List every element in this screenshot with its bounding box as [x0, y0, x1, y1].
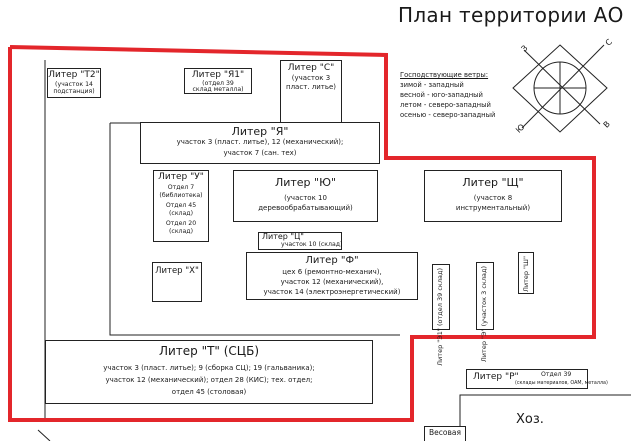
building-ya-line: участок 7 (сан. тех) — [223, 149, 297, 157]
building-yu-line: деревообрабатывающий) — [258, 204, 353, 212]
building-kh-label: Литер "Х" — [155, 266, 199, 276]
building-s-line: пласт. литье) — [286, 83, 336, 91]
building-u-line: (склад) — [169, 228, 193, 235]
building-t2-label: Литер "Т2" — [48, 70, 100, 80]
building-t-line: участок 3 (пласт. литье); 9 (сборка СЦ);… — [103, 364, 315, 372]
building-shch-line: инструментальный) — [455, 204, 531, 212]
building-t-line: отдел 45 (столовая) — [171, 388, 247, 396]
building-u-line: (склад) — [169, 210, 193, 217]
building-t: Литер "Т" (СЦБ) участок 3 (пласт. литье)… — [45, 340, 373, 404]
lower-left-tick — [37, 429, 51, 441]
building-ya1-label: Литер "Я1" — [191, 70, 245, 80]
building-r-sub: Отдел 39 — [541, 371, 572, 378]
building-u: Литер "У" Отдел 7 (библиотека) Отдел 45 … — [153, 170, 209, 242]
building-kh: Литер "Х" — [152, 262, 202, 302]
building-s-line: (участок 3 — [291, 74, 331, 82]
winds-header: Господствующие ветры: — [400, 71, 489, 79]
winds-line: летом - северо-западный — [400, 101, 491, 109]
building-s: Литер "С" (участок 3 пласт. литье) — [280, 60, 342, 124]
building-f-line: участок 12 (механический), — [280, 278, 384, 286]
lower-right-outline — [459, 394, 631, 441]
building-f: Литер "Ф" цех 6 (ремонтно-механич), учас… — [246, 252, 418, 300]
building-vesovaya-label: Весовая — [429, 428, 461, 437]
building-ya1-line: (отдел 39 — [202, 80, 234, 87]
building-u-line: Отдел 20 — [165, 220, 197, 227]
building-r-label: Литер "Р" — [473, 372, 519, 382]
building-ya1: Литер "Я1" (отдел 39 склад металла) — [184, 68, 252, 94]
building-t-line: участок 12 (механический); отдел 28 (КИС… — [105, 376, 313, 384]
building-yu-line: (участок 10 — [284, 194, 327, 202]
building-u-line: (библиотека) — [159, 192, 203, 199]
building-s-label: Литер "С" — [287, 63, 335, 73]
building-khoz-label: Хоз. — [516, 412, 544, 427]
prevailing-winds: Господствующие ветры: зимой - западный в… — [400, 70, 495, 120]
inner-outline-2 — [109, 123, 400, 336]
building-u-line: Отдел 7 — [167, 184, 195, 191]
building-u-label: Литер "У" — [158, 172, 204, 182]
building-shch-line: (участок 8 — [473, 194, 513, 202]
building-t2-line: (участок 14 — [55, 81, 93, 88]
building-shch: Литер "Щ" (участок 8 инструментальный) — [424, 170, 562, 222]
winds-line: осенью - северо-западный — [400, 111, 496, 119]
building-ya: Литер "Я" участок 3 (пласт. литье), 12 (… — [140, 122, 380, 164]
building-r: Литер "Р" Отдел 39 (склады материалов, О… — [466, 369, 608, 389]
building-f-label: Литер "Ф" — [305, 255, 359, 266]
building-ya-label: Литер "Я" — [231, 125, 289, 138]
territory-boundary — [8, 45, 596, 422]
building-t2-line: подстанция) — [53, 88, 95, 95]
building-r-sub2: (склады материалов, ОАМ, металла) — [515, 381, 608, 386]
building-e1-text: Литер "Э1" (отдел 39 склад) — [436, 268, 444, 366]
building-ts-line: участок 10 (склад) — [281, 241, 343, 248]
building-f-line: участок 14 (электроэнергетический) — [263, 288, 401, 296]
building-vesovaya: Весовая — [424, 426, 466, 441]
building-e1: Литер "Э1" (отдел 39 склад) — [432, 264, 450, 366]
building-ts: Литер "Ц" участок 10 (склад) — [258, 232, 342, 250]
building-f-line: цех 6 (ремонтно-механич), — [282, 268, 382, 276]
winds-line: весной - юго-западный — [400, 91, 483, 99]
building-sh: Литер "Ш" — [518, 252, 534, 294]
building-yu-label: Литер "Ю" — [274, 176, 337, 189]
building-ya1-line: склад металла) — [192, 86, 244, 93]
building-ya-line: участок 3 (пласт. литье), 12 (механическ… — [176, 138, 344, 146]
building-shch-label: Литер "Щ" — [462, 176, 524, 189]
winds-line: зимой - западный — [400, 81, 464, 89]
compass-rose — [512, 44, 608, 133]
building-t-label: Литер "Т" (СЦБ) — [158, 344, 260, 358]
building-t2: Литер "Т2" (участок 14 подстанция) — [47, 68, 101, 98]
page-title: План территории АО — [398, 3, 624, 27]
building-e: Литер "Э" (участок 3 склад) — [476, 262, 494, 362]
building-sh-text: Литер "Ш" — [522, 256, 530, 293]
building-yu: Литер "Ю" (участок 10 деревообрабатывающ… — [233, 170, 378, 222]
building-u-line: Отдел 45 — [165, 202, 197, 209]
building-e-text: Литер "Э" (участок 3 склад) — [480, 266, 488, 363]
building-ts-label: Литер "Ц" — [262, 232, 304, 241]
